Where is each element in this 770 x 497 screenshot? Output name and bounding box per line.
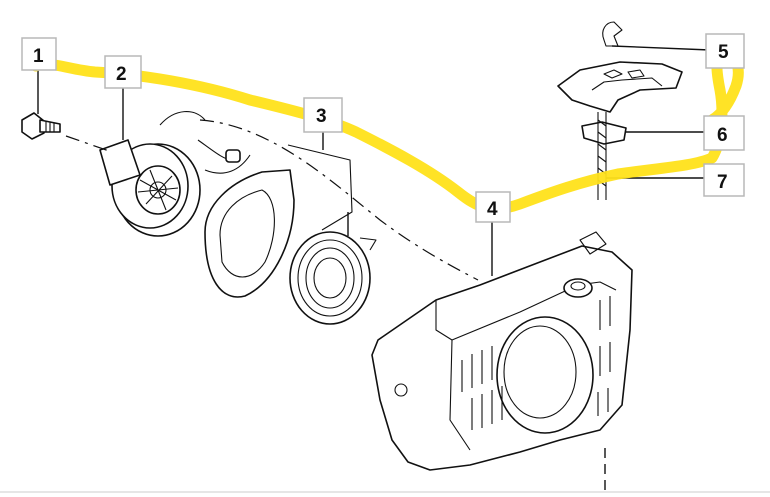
callout-4-label: 4	[487, 199, 498, 220]
callout-7: 7	[703, 163, 745, 197]
callout-6-label: 6	[717, 125, 728, 146]
part-starter-handle	[557, 21, 711, 113]
part-starter-cover	[371, 222, 633, 490]
callout-5-label: 5	[718, 42, 729, 63]
callout-2: 2	[104, 55, 142, 89]
callout-5: 5	[705, 33, 745, 69]
callout-2-label: 2	[116, 64, 127, 85]
part-grommet	[581, 121, 710, 145]
callout-3: 3	[303, 97, 343, 133]
callout-1-label: 1	[33, 46, 44, 67]
assembly-axis-line	[65, 119, 479, 281]
part-recoil-spring	[289, 212, 377, 325]
part-screw	[21, 70, 61, 140]
callout-1: 1	[21, 37, 57, 71]
callout-3-label: 3	[316, 106, 327, 127]
callout-7-label: 7	[717, 172, 728, 193]
callout-6: 6	[703, 115, 745, 151]
part-pulley	[99, 86, 251, 237]
callout-4: 4	[475, 191, 511, 223]
part-recoil-housing	[204, 127, 353, 298]
